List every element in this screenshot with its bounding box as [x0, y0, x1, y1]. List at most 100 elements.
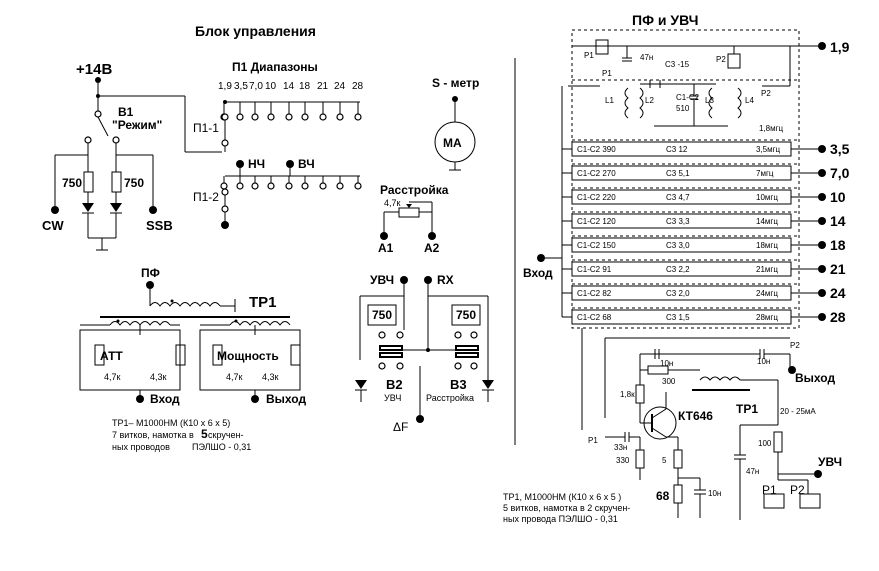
ma-label: MA: [443, 136, 462, 150]
band2-contact-0: [220, 182, 228, 190]
band-output: 3,5: [830, 141, 850, 157]
tp1-amp: ТР1: [736, 402, 758, 416]
band2-contact-3: [267, 182, 275, 190]
vyhod-label: Выход: [795, 371, 835, 385]
filter-row: С1-С2 270 С3 5,1 7мгц 7,0: [562, 163, 850, 181]
filter-c3: С3 12: [666, 145, 688, 154]
filter-mhz: 21мгц: [756, 265, 778, 274]
band-output: 14: [830, 213, 846, 229]
uvch-out: УВЧ: [818, 455, 842, 469]
filter-mhz: 7мгц: [756, 169, 774, 178]
band2-contact-1: [236, 182, 244, 190]
filter-mhz: 24мгц: [756, 289, 778, 298]
r47k-label: 4,7к: [384, 198, 401, 208]
band-output: 10: [830, 189, 846, 205]
c1c2-label: С1-С2: [676, 93, 700, 102]
c315-label: С3 -15: [665, 60, 690, 69]
pf-label: ПФ: [141, 266, 160, 280]
att-label: АТТ: [100, 349, 123, 363]
band-label-7: 24: [334, 81, 346, 92]
band-label-8: 28: [352, 81, 364, 92]
c47n-label: 47н: [640, 53, 653, 62]
l4-label: L4: [745, 96, 754, 105]
r5-label: 5: [662, 456, 667, 465]
r100-label: 100: [758, 439, 772, 448]
l2-label: L2: [645, 96, 654, 105]
band2-contact-8: [354, 182, 362, 190]
right-note-3: ных провода ПЭЛШО - 0,31: [503, 514, 618, 524]
mhz18-label: 1,8мгц: [759, 124, 784, 133]
nch-label: НЧ: [248, 157, 265, 171]
c33n-label: 33н: [614, 443, 627, 452]
p1-relay: P1: [584, 51, 594, 60]
p2-contact: P2: [761, 89, 771, 98]
r18k-label: 1,8к: [620, 390, 635, 399]
p2c-label: Р2: [790, 483, 805, 497]
band-label-5: 18: [299, 81, 311, 92]
filter-c3: С3 5,1: [666, 169, 690, 178]
supply-label: +14В: [76, 61, 112, 78]
band2-contact-6: [319, 182, 327, 190]
filter-c1c2: С1-С2 68: [577, 313, 612, 322]
b2-label: В2: [386, 377, 403, 392]
in-label: Вход: [150, 392, 180, 406]
filter-c1c2: С1-С2 120: [577, 217, 616, 226]
right-title: ПФ и УВЧ: [632, 12, 699, 28]
band-label-2: 7,0: [249, 81, 263, 92]
delta-f: ΔF: [393, 420, 408, 434]
c47n-amp: 47н: [746, 467, 759, 476]
band-output: 18: [830, 237, 846, 253]
a2-label: A2: [424, 241, 440, 255]
band-out-19: 1,9: [830, 39, 850, 55]
band2-contact-7: [336, 182, 344, 190]
band-output: 7,0: [830, 165, 850, 181]
left-note-2: 7 витков, намотка в: [112, 430, 194, 440]
filter-mhz: 14мгц: [756, 217, 778, 226]
band-contact-4: [285, 113, 293, 121]
current-label: 20 - 25мА: [780, 407, 816, 416]
pow-r47k: 4,7к: [226, 372, 243, 382]
filter-c1c2: С1-С2 390: [577, 145, 616, 154]
filter-mhz: 3,5мгц: [756, 145, 781, 154]
out-label: Выход: [266, 392, 306, 406]
filter-c3: С3 2,0: [666, 289, 690, 298]
left-note-3: 5: [201, 427, 208, 441]
l1-label: L1: [605, 96, 614, 105]
b1-mode: "Режим": [112, 118, 162, 132]
r750-d: 750: [456, 308, 476, 322]
b3-sub: Расстройка: [426, 393, 474, 403]
c510-label: 510: [676, 104, 690, 113]
filter-c1c2: С1-С2 150: [577, 241, 616, 250]
a1-label: A1: [378, 241, 394, 255]
band-contact-8: [354, 113, 362, 121]
band-contact-3: [267, 113, 275, 121]
filter-c1c2: С1-С2 270: [577, 169, 616, 178]
r750-c: 750: [372, 308, 392, 322]
p1-contact: P1: [602, 69, 612, 78]
tp1-label: ТР1: [249, 294, 277, 311]
filter-c3: С3 3,0: [666, 241, 690, 250]
b3-label: В3: [450, 377, 467, 392]
p2-amp: P2: [790, 341, 800, 350]
r330-label: 330: [616, 456, 630, 465]
tuning-label: Расстройка: [380, 183, 449, 197]
filter-row: С1-С2 120 С3 3,3 14мгц 14: [562, 211, 846, 229]
band-output: 24: [830, 285, 846, 301]
c10n-b: 10н: [757, 357, 770, 366]
filter-mhz: 18мгц: [756, 241, 778, 250]
c10n-a: 10н: [660, 359, 673, 368]
filter-c3: С3 3,3: [666, 217, 690, 226]
band2-contact-2: [251, 182, 259, 190]
rx-label: RX: [437, 273, 454, 287]
r68-label: 68: [656, 489, 670, 503]
r750-a: 750: [62, 176, 82, 190]
band2-contact-5: [301, 182, 309, 190]
att-r43k: 4,3к: [150, 372, 167, 382]
band-contact-7: [336, 113, 344, 121]
band-label-0: 1,9: [218, 81, 232, 92]
